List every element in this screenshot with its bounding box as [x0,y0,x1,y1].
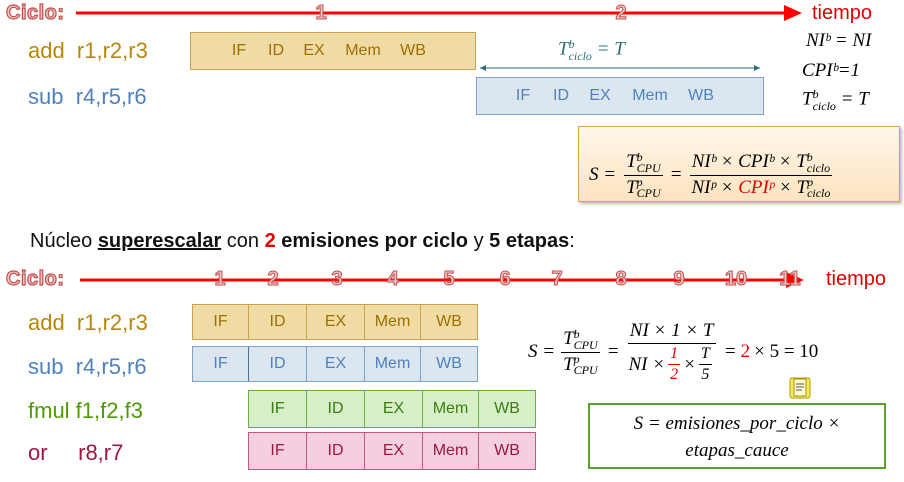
stage-ex: EX [303,42,325,59]
bottom-ciclo-label: Ciclo: [5,267,65,290]
bottom-tick-3: 3 [331,268,343,291]
stage-if: IF [515,87,531,104]
stage-mem: Mem [365,305,421,339]
bottom-tick-7: 7 [551,268,563,291]
stage-wb: WB [436,313,462,330]
stage-id: ID [249,347,307,381]
stage-id: ID [249,305,307,339]
stage-ex: EX [307,305,365,339]
top-tick-2: 2 [615,2,627,25]
stage-mem: Mem [632,87,668,104]
stage-ex: EX [365,391,423,427]
base-ni: NIᵇ = NI [806,30,872,51]
top-tick-1: 1 [315,2,327,25]
ss-add-instr: add r1,r2,r3 [28,310,148,335]
bottom-tick-4: 4 [387,268,399,291]
summary-line-2: etapas_cauce [685,440,789,461]
stage-mem: Mem [423,391,479,427]
stage-ex: EX [307,347,365,381]
bottom-tick-11: 11 [779,268,801,291]
base-cpi: CPIᵇ=1 [802,60,861,81]
ss-fmul-pipeline: IF ID EX Mem WB [248,390,536,428]
stage-wb: WB [688,87,714,104]
stage-ex: EX [365,433,423,469]
stage-if: IF [249,391,307,427]
note-icon[interactable] [788,376,812,400]
bottom-time-arrow [80,272,804,288]
summary-line-1: S = emisiones_por_ciclo × [633,413,841,434]
scalar-add-instr: add r1,r2,r3 [28,38,148,63]
scalar-add-pipeline: IF ID EX Mem WB [190,32,476,70]
stage-id: ID [307,391,365,427]
superscalar-heading: Núcleo superescalar con 2 emisiones por … [30,230,575,252]
top-tiempo-label: tiempo [812,2,873,24]
stage-if: IF [193,347,249,381]
ss-fmul-instr: fmul f1,f2,f3 [28,398,143,423]
bottom-tick-1: 1 [214,268,226,291]
stage-wb: WB [494,442,520,459]
stage-id: ID [268,42,284,59]
bottom-tick-5: 5 [443,268,455,291]
stage-wb: WB [494,400,520,417]
ss-add-pipeline: IF ID EX Mem WB [192,304,478,340]
bottom-tick-6: 6 [499,268,511,291]
ss-sub-pipeline: IF ID EX Mem WB [192,346,478,382]
stage-wb: WB [400,42,426,59]
stage-id: ID [307,433,365,469]
stage-if: IF [249,433,307,469]
scalar-sub-instr: sub r4,r5,r6 [28,84,147,109]
bottom-tick-10: 10 [724,268,748,291]
bottom-tick-2: 2 [267,268,279,291]
bottom-tick-9: 9 [673,268,685,291]
stage-if: IF [193,305,249,339]
stage-id: ID [553,87,569,104]
stage-wb: WB [436,355,462,372]
cycle-time-arrow [480,65,760,71]
ss-or-instr: or r8,r7 [28,440,124,465]
stage-mem: Mem [345,42,381,59]
bottom-tick-8: 8 [615,268,627,291]
ss-or-pipeline: IF ID EX Mem WB [248,432,536,470]
top-time-arrow [76,5,802,21]
stage-if: IF [231,42,247,59]
top-ciclo-label: Ciclo: [5,1,65,24]
summary-formula-box: S = emisiones_por_ciclo × etapas_cauce [588,403,886,469]
stage-ex: EX [589,87,611,104]
scalar-sub-pipeline: IF ID EX Mem WB [476,77,764,115]
stage-mem: Mem [423,433,479,469]
bottom-tiempo-label: tiempo [826,268,887,290]
stage-mem: Mem [365,347,421,381]
ss-sub-instr: sub r4,r5,r6 [28,354,147,379]
